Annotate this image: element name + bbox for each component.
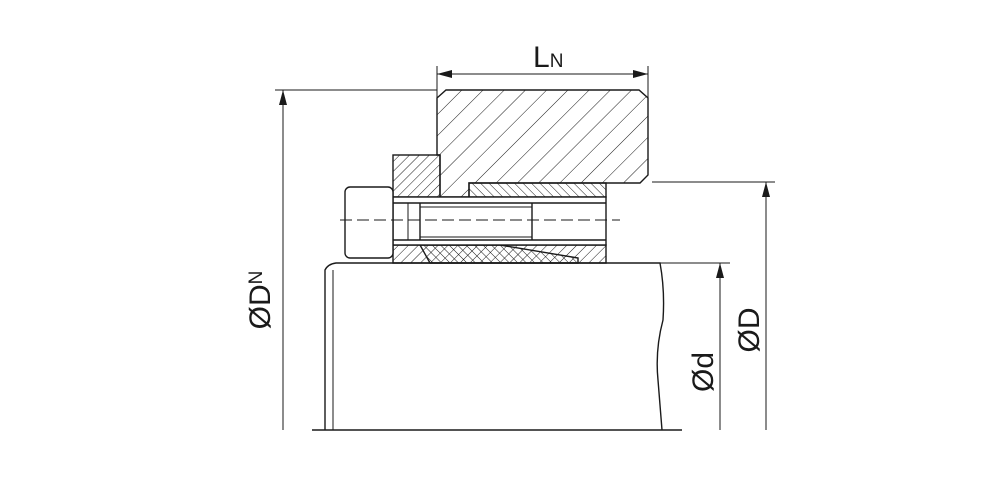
bore-diameter-main: Ød [687, 352, 720, 392]
dimension-lines [275, 66, 775, 430]
hub-diameter-sub: N [246, 271, 267, 285]
clamping-screw [340, 186, 620, 259]
width-ln-label: LN [533, 41, 563, 74]
outer-diameter-label: ØD [733, 308, 766, 353]
d-arrow-top [716, 263, 724, 278]
hub-section [436, 89, 649, 198]
bore-diameter-label: Ød [687, 352, 720, 392]
ln-arrow-right [633, 70, 648, 78]
hub-diameter-label: ØDN [244, 271, 277, 330]
ring-bore [392, 196, 607, 246]
front-thrust-ring [392, 154, 441, 198]
shaft-outline [324, 262, 665, 431]
outer-taper-ring [468, 182, 607, 198]
screw-head [344, 186, 394, 259]
width-ln-sub: N [550, 51, 564, 72]
outer-diameter-main: ØD [733, 308, 766, 353]
hub-diameter-main: ØD [244, 284, 277, 329]
width-ln-main: L [533, 41, 550, 74]
dn-arrow-top [279, 90, 287, 105]
ln-arrow-left [437, 70, 452, 78]
shaft [312, 262, 682, 431]
hub [436, 89, 649, 198]
outer-d-arrow-top [762, 182, 770, 197]
